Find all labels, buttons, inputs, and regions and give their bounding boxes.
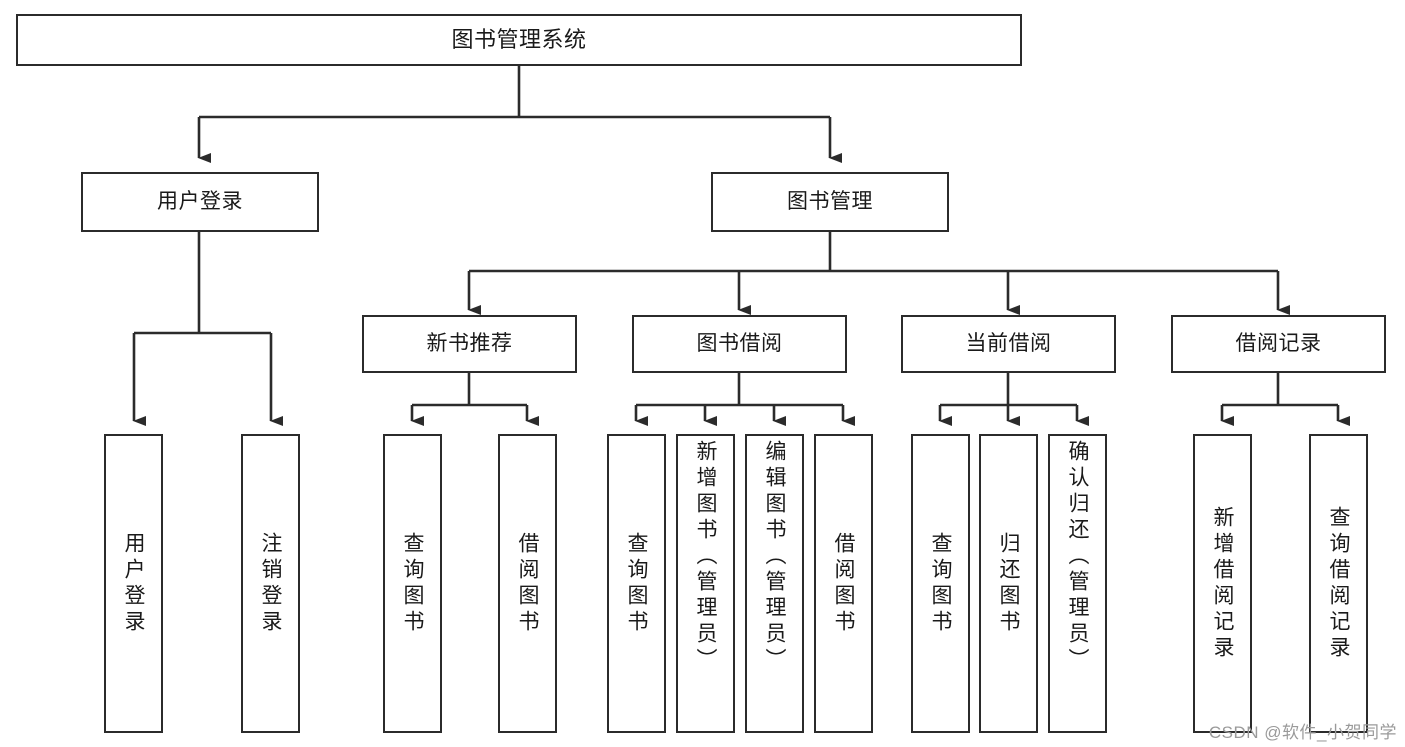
watermark-text: CSDN @软件_小贺同学 (1208, 723, 1397, 742)
leaf-borrow-book-recommend[interactable]: 借阅图书 (498, 434, 557, 733)
node-label: 查询图书 (929, 531, 952, 636)
leaf-query-book-recommend[interactable]: 查询图书 (383, 434, 442, 733)
node-label: 借阅图书 (832, 531, 855, 636)
leaf-query-borrow-record[interactable]: 查询借阅记录 (1309, 434, 1368, 733)
leaf-add-borrow-record[interactable]: 新增借阅记录 (1193, 434, 1252, 733)
node-book-management[interactable]: 图书管理 (711, 172, 949, 232)
leaf-borrow-book[interactable]: 借阅图书 (814, 434, 873, 733)
node-label: 图书管理 (787, 190, 873, 214)
node-label: 查询借阅记录 (1327, 505, 1350, 662)
leaf-confirm-return[interactable]: 确认归还（管理员） (1048, 434, 1107, 733)
leaf-add-book[interactable]: 新增图书（管理员） (676, 434, 735, 733)
leaf-edit-book[interactable]: 编辑图书（管理员） (745, 434, 804, 733)
node-root-system[interactable]: 图书管理系统 (16, 14, 1022, 66)
node-label: 当前借阅 (965, 332, 1052, 356)
leaf-query-book-borrow[interactable]: 查询图书 (607, 434, 666, 733)
node-user-login[interactable]: 用户登录 (81, 172, 319, 232)
node-label: 编辑图书（管理员） (763, 440, 786, 674)
node-label: 借阅图书 (516, 531, 539, 636)
node-new-book-recommend[interactable]: 新书推荐 (362, 315, 577, 373)
node-label: 用户登录 (157, 190, 243, 214)
node-current-borrow[interactable]: 当前借阅 (901, 315, 1116, 373)
node-book-borrow[interactable]: 图书借阅 (632, 315, 847, 373)
node-label: 借阅记录 (1235, 332, 1322, 356)
node-label: 新增借阅记录 (1211, 505, 1234, 662)
node-label: 图书管理系统 (451, 26, 587, 52)
node-label: 新书推荐 (426, 332, 513, 356)
node-label: 查询图书 (625, 531, 648, 636)
node-label: 注销登录 (259, 531, 282, 636)
node-label: 确认归还（管理员） (1066, 440, 1089, 674)
node-label: 图书借阅 (696, 332, 783, 356)
node-label: 用户登录 (122, 531, 145, 636)
node-label: 新增图书（管理员） (694, 440, 717, 674)
node-label: 归还图书 (997, 531, 1020, 636)
leaf-query-book-current[interactable]: 查询图书 (911, 434, 970, 733)
leaf-logout[interactable]: 注销登录 (241, 434, 300, 733)
node-label: 查询图书 (401, 531, 424, 636)
leaf-return-book[interactable]: 归还图书 (979, 434, 1038, 733)
node-borrow-record[interactable]: 借阅记录 (1171, 315, 1386, 373)
leaf-user-login[interactable]: 用户登录 (104, 434, 163, 733)
